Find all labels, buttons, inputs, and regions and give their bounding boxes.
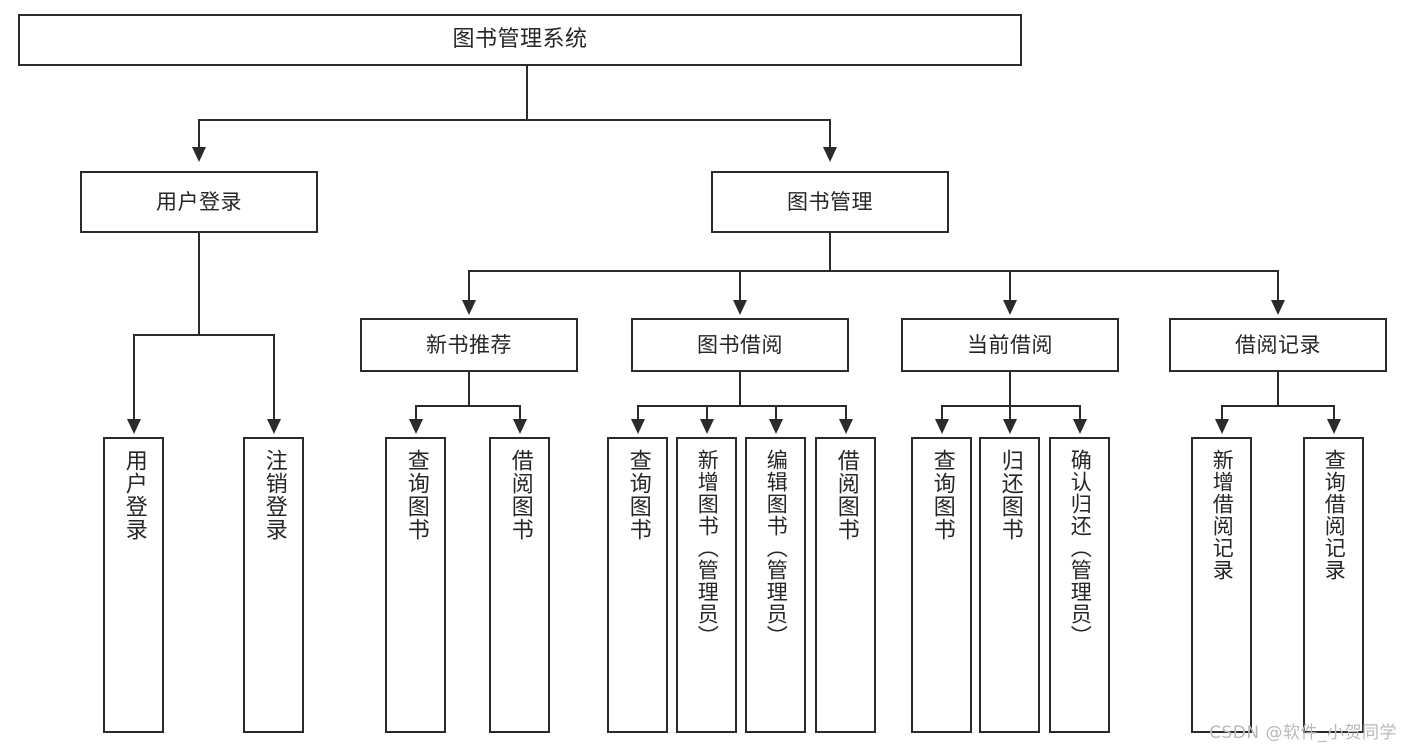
connector-current-borrow-drop-2 [1009,405,1011,419]
leaf-query-book-2[interactable]: 查询图书 [607,437,668,733]
node-new-book-recommend-label: 新书推荐 [426,332,512,357]
connector-book-borrow-drop-3 [775,405,777,419]
leaf-query-book-2-label: 查询图书 [625,449,651,541]
connector-current-borrow-drop-3 [1079,405,1081,419]
node-borrow-record[interactable]: 借阅记录 [1169,318,1387,372]
arrowhead-leaf-return-book [1003,419,1017,434]
connector-new-book-drop-1 [415,405,417,419]
leaf-user-login-label: 用户登录 [121,449,147,541]
connector-user-login-stem [198,233,200,334]
arrowhead-book-manage [823,147,837,162]
watermark: CSDN @软件_小贺同学 [1209,723,1397,743]
connector-book-borrow-drop-2 [706,405,708,419]
connector-level3-drop-1 [468,270,470,300]
leaf-add-book[interactable]: 新增图书（管理员） [676,437,737,733]
leaf-borrow-book-1-label: 借阅图书 [507,449,533,541]
leaf-edit-book[interactable]: 编辑图书（管理员） [745,437,806,733]
connector-book-borrow-drop-1 [637,405,639,419]
connector-user-login-drop-2 [273,334,275,419]
connector-level3-drop-3 [1009,270,1011,300]
arrowhead-current-borrow [1003,300,1017,315]
node-book-manage-label: 图书管理 [787,189,873,214]
arrowhead-leaf-query-book-1 [409,419,423,434]
node-borrow-record-label: 借阅记录 [1235,332,1321,357]
connector-book-borrow-bus [637,405,846,407]
connector-level3-drop-4 [1277,270,1279,300]
connector-borrow-record-drop-1 [1221,405,1223,419]
node-current-borrow-label: 当前借阅 [967,332,1053,357]
node-user-login[interactable]: 用户登录 [80,171,318,233]
leaf-logout-login-label: 注销登录 [261,449,287,541]
node-book-manage[interactable]: 图书管理 [711,171,949,233]
node-book-borrow[interactable]: 图书借阅 [631,318,849,372]
arrowhead-leaf-borrow-book-2 [839,419,853,434]
arrowhead-leaf-borrow-book-1 [513,419,527,434]
node-root[interactable]: 图书管理系统 [18,14,1022,66]
connector-book-borrow-stem [739,372,741,405]
connector-current-borrow-stem [1009,372,1011,405]
connector-level3-bus [468,270,1279,272]
arrowhead-leaf-logout-login [267,419,281,434]
arrowhead-leaf-query-book-2 [631,419,645,434]
connector-level2-bus [198,119,830,121]
connector-new-book-drop-2 [519,405,521,419]
arrowhead-leaf-query-book-3 [935,419,949,434]
connector-book-borrow-drop-4 [845,405,847,419]
arrowhead-leaf-confirm-return [1073,419,1087,434]
leaf-borrow-book-2-label: 借阅图书 [833,449,859,541]
leaf-query-book-1[interactable]: 查询图书 [385,437,446,733]
connector-level2-drop-right [829,119,831,147]
leaf-user-login[interactable]: 用户登录 [103,437,164,733]
arrowhead-new-book-recommend [462,300,476,315]
leaf-query-book-3[interactable]: 查询图书 [911,437,972,733]
node-new-book-recommend[interactable]: 新书推荐 [360,318,578,372]
leaf-logout-login[interactable]: 注销登录 [243,437,304,733]
connector-borrow-record-drop-2 [1333,405,1335,419]
connector-level3-drop-2 [739,270,741,300]
arrowhead-leaf-edit-book [769,419,783,434]
leaf-confirm-return-label: 确认归还（管理员） [1068,449,1093,647]
arrowhead-user-login [192,147,206,162]
connector-current-borrow-bus [941,405,1081,407]
arrowhead-book-borrow [733,300,747,315]
leaf-add-book-label: 新增图书（管理员） [695,449,720,647]
connector-borrow-record-bus [1221,405,1335,407]
leaf-query-borrow-record-label: 查询借阅记录 [1322,449,1347,581]
connector-new-book-bus [415,405,521,407]
node-current-borrow[interactable]: 当前借阅 [901,318,1119,372]
leaf-query-borrow-record[interactable]: 查询借阅记录 [1303,437,1364,733]
node-root-label: 图书管理系统 [452,27,588,53]
node-user-login-label: 用户登录 [156,189,242,214]
connector-level2-drop-left [198,119,200,147]
arrowhead-leaf-query-borrow-record [1327,419,1341,434]
connector-user-login-drop-1 [133,334,135,419]
leaf-query-book-3-label: 查询图书 [929,449,955,541]
leaf-borrow-book-1[interactable]: 借阅图书 [489,437,550,733]
connector-root-stem [526,66,528,119]
leaf-edit-book-label: 编辑图书（管理员） [764,449,789,647]
leaf-confirm-return[interactable]: 确认归还（管理员） [1049,437,1110,733]
connector-current-borrow-drop-1 [941,405,943,419]
connector-new-book-stem [468,372,470,405]
arrowhead-leaf-add-book [700,419,714,434]
leaf-return-book-label: 归还图书 [997,449,1023,541]
arrowhead-leaf-add-borrow-record [1215,419,1229,434]
connector-borrow-record-stem [1277,372,1279,405]
connector-user-login-bus [133,334,275,336]
arrowhead-borrow-record [1271,300,1285,315]
leaf-borrow-book-2[interactable]: 借阅图书 [815,437,876,733]
leaf-query-book-1-label: 查询图书 [403,449,429,541]
leaf-add-borrow-record[interactable]: 新增借阅记录 [1191,437,1252,733]
leaf-add-borrow-record-label: 新增借阅记录 [1210,449,1235,581]
leaf-return-book[interactable]: 归还图书 [979,437,1040,733]
connector-book-manage-stem [829,233,831,270]
node-book-borrow-label: 图书借阅 [697,332,783,357]
arrowhead-leaf-user-login [127,419,141,434]
